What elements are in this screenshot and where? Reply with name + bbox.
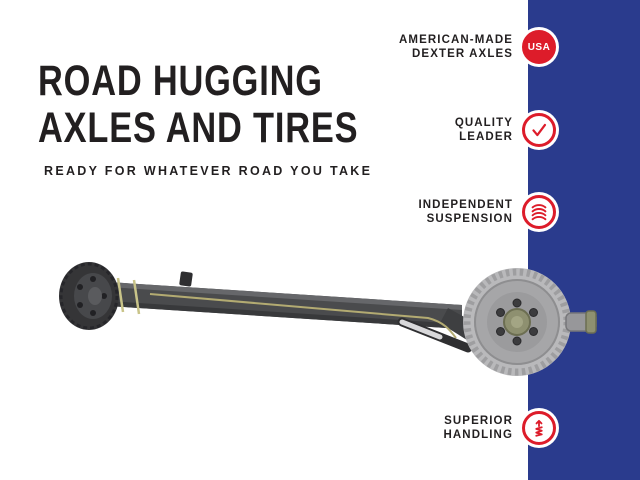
page-title-line1: ROAD HUGGING <box>38 57 323 105</box>
feature-label: SUPERIOR HANDLING <box>444 414 514 442</box>
page-subtitle: READY FOR WHATEVER ROAD YOU TAKE <box>44 164 373 178</box>
blue-band <box>528 0 640 480</box>
feature-label-line: AMERICAN-MADE <box>399 34 513 46</box>
feature-american-made: AMERICAN-MADE DEXTER AXLES USA <box>399 30 556 64</box>
handling-spring-icon <box>522 411 556 445</box>
feature-label-line: INDEPENDENT <box>418 199 513 211</box>
axle-tube <box>108 282 462 329</box>
coil-spring-icon <box>522 195 556 229</box>
feature-label: QUALITY LEADER <box>455 116 513 144</box>
shock-absorber <box>397 317 473 353</box>
feature-label: INDEPENDENT SUSPENSION <box>418 198 513 226</box>
feature-label-line: SUPERIOR <box>444 415 513 427</box>
usa-badge-icon: USA <box>522 30 556 64</box>
feature-independent-suspension: INDEPENDENT SUSPENSION <box>418 195 556 229</box>
hub-cap <box>503 308 531 336</box>
checkmark-icon <box>522 113 556 147</box>
left-hub <box>59 262 119 330</box>
feature-superior-handling: SUPERIOR HANDLING <box>444 411 556 445</box>
feature-label-line: HANDLING <box>443 429 513 441</box>
usa-badge-text: USA <box>527 41 551 53</box>
feature-label-line: LEADER <box>459 131 513 143</box>
torsion-arm <box>440 308 488 347</box>
brake-line <box>149 293 457 339</box>
feature-label-line: DEXTER AXLES <box>412 48 513 60</box>
strap <box>116 277 125 313</box>
feature-label: AMERICAN-MADE DEXTER AXLES <box>399 33 513 61</box>
page-title-line2: AXLES AND TIRES <box>38 104 359 152</box>
title-block: ROAD HUGGING AXLES AND TIRES READY FOR W… <box>38 57 438 179</box>
feature-label-line: SUSPENSION <box>426 213 513 225</box>
feature-label-line: QUALITY <box>454 117 513 129</box>
strap <box>132 279 141 315</box>
feature-quality-leader: QUALITY LEADER <box>455 113 556 147</box>
bump-stop <box>179 271 193 287</box>
